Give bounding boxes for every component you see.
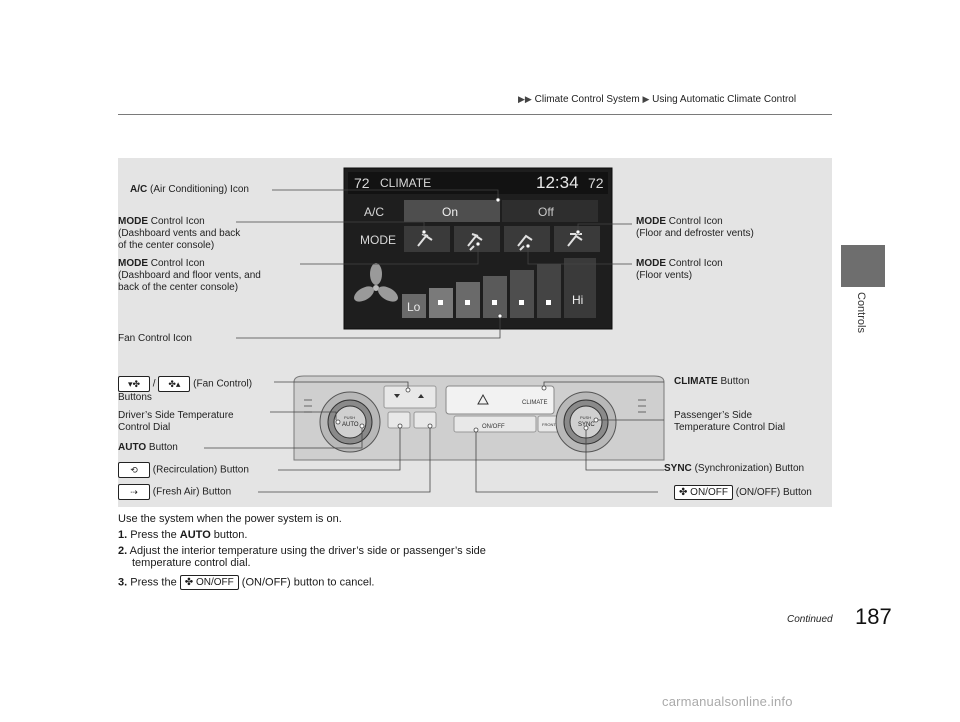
- callout-recirc: ⟲ (Recirculation) Button: [118, 462, 249, 478]
- climate-illustration: 72 CLIMATE 12:34 72 A/C On Off MODE: [204, 167, 665, 493]
- climate-figure: 72 CLIMATE 12:34 72 A/C On Off MODE: [118, 158, 832, 507]
- fan-level-hi: [564, 258, 596, 318]
- callout-fan-icon: Fan Control Icon: [118, 333, 192, 344]
- callout-mode-floor-defrost: MODE Control Icon (Floor and defroster v…: [636, 216, 754, 239]
- step-2: 2. Adjust the interior temperature using…: [118, 545, 486, 569]
- callout-sync: SYNC (Synchronization) Button: [664, 463, 805, 474]
- callout-onoff: ✤ ON/OFF (ON/OFF) Button: [674, 485, 812, 500]
- step-3: 3. Press the ✤ ON/OFF (ON/OFF) button to…: [118, 575, 375, 590]
- step-1: 1. Press the AUTO button.: [118, 529, 248, 541]
- fresh-air-icon: ⇢: [118, 484, 150, 500]
- right-dial-label: SYNC: [578, 422, 595, 428]
- breadcrumb-part-1: Climate Control System: [534, 94, 640, 105]
- chevron-right-icon: ▶▶: [518, 94, 532, 104]
- panel-fresh-air-button[interactable]: [413, 411, 437, 429]
- watermark: carmanualsonline.info: [662, 694, 793, 709]
- screen-ac-on: On: [442, 205, 458, 219]
- fan-level-lo: [402, 294, 426, 318]
- panel-front-defrost-button[interactable]: FRONT: [542, 422, 556, 427]
- callout-fresh-air: ⇢ (Fresh Air) Button: [118, 484, 231, 500]
- fan-level-3: [483, 276, 507, 318]
- callout-passenger-dial: Passenger’s Side Temperature Control Dia…: [674, 410, 786, 433]
- breadcrumb-part-2: Using Automatic Climate Control: [652, 94, 797, 105]
- fan-down-icon: ▾✤: [118, 376, 150, 392]
- recirculation-icon: ⟲: [118, 462, 150, 478]
- panel-onoff-button[interactable]: ON/OFF: [482, 424, 505, 430]
- header-rule: [118, 114, 832, 115]
- continued-label: Continued: [787, 614, 833, 625]
- section-tab-label-wrap: Controls: [853, 292, 869, 352]
- screen-title: CLIMATE: [380, 176, 431, 190]
- callout-mode-floor: MODE Control Icon (Floor vents): [636, 258, 723, 281]
- section-tab: [841, 245, 885, 287]
- ac-off-icon: [502, 200, 598, 222]
- screen-fan-lo: Lo: [407, 300, 421, 314]
- fan-icon: [354, 263, 398, 302]
- callout-fan-buttons: ▾✤ / ✤▴ (Fan Control) Buttons: [118, 376, 252, 404]
- callout-climate: CLIMATE Button: [674, 376, 750, 387]
- chevron-right-icon: ▶: [642, 94, 650, 104]
- mode-dash-floor-icon: [454, 226, 500, 252]
- screen-fan-hi: Hi: [572, 293, 583, 307]
- panel-climate-button[interactable]: CLIMATE: [522, 400, 548, 406]
- panel-fan-buttons[interactable]: [383, 385, 437, 409]
- callout-auto: AUTO Button: [118, 442, 178, 453]
- screen-temp-left: 72: [354, 175, 370, 191]
- page-number: 187: [855, 604, 892, 629]
- mode-dash-rear-icon: [404, 226, 450, 252]
- onoff-icon: ✤ ON/OFF: [674, 485, 733, 500]
- breadcrumb: ▶▶ Climate Control System ▶ Using Automa…: [518, 94, 796, 105]
- fan-up-icon: ✤▴: [158, 376, 191, 392]
- climate-screen: 72 CLIMATE 12:34 72 A/C On Off MODE: [343, 167, 613, 330]
- callout-driver-dial: Driver’s Side Temperature Control Dial: [118, 410, 234, 433]
- callout-mode-dash-floor: MODE Control Icon (Dashboard and floor v…: [118, 258, 261, 293]
- screen-mode-label: MODE: [360, 233, 396, 247]
- screen-ac-label: A/C: [364, 205, 384, 219]
- fan-level-4: [510, 270, 534, 318]
- section-tab-label: Controls: [855, 292, 867, 333]
- left-dial-label: AUTO: [342, 422, 359, 428]
- ac-on-icon: [404, 200, 500, 222]
- right-dial-push: PUSH: [580, 415, 591, 420]
- onoff-inline-icon: ✤ ON/OFF: [179, 575, 239, 590]
- screen-temp-right: 72: [588, 175, 604, 191]
- fan-level-5: [537, 264, 561, 318]
- screen-clock: 12:34: [536, 173, 579, 192]
- leader-lines: [204, 189, 664, 493]
- callout-ac: A/C (Air Conditioning) Icon: [130, 184, 249, 195]
- left-dial-push: PUSH: [344, 415, 355, 420]
- screen-ac-off: Off: [538, 205, 554, 219]
- callout-mode-dash-rear: MODE Control Icon (Dashboard vents and b…: [118, 216, 241, 251]
- control-panel: CLIMATE ON/OFF FRONT REAR PUSH AUTO PUSH…: [293, 375, 665, 461]
- intro-text: Use the system when the power system is …: [118, 513, 342, 525]
- auto-button[interactable]: [333, 405, 367, 439]
